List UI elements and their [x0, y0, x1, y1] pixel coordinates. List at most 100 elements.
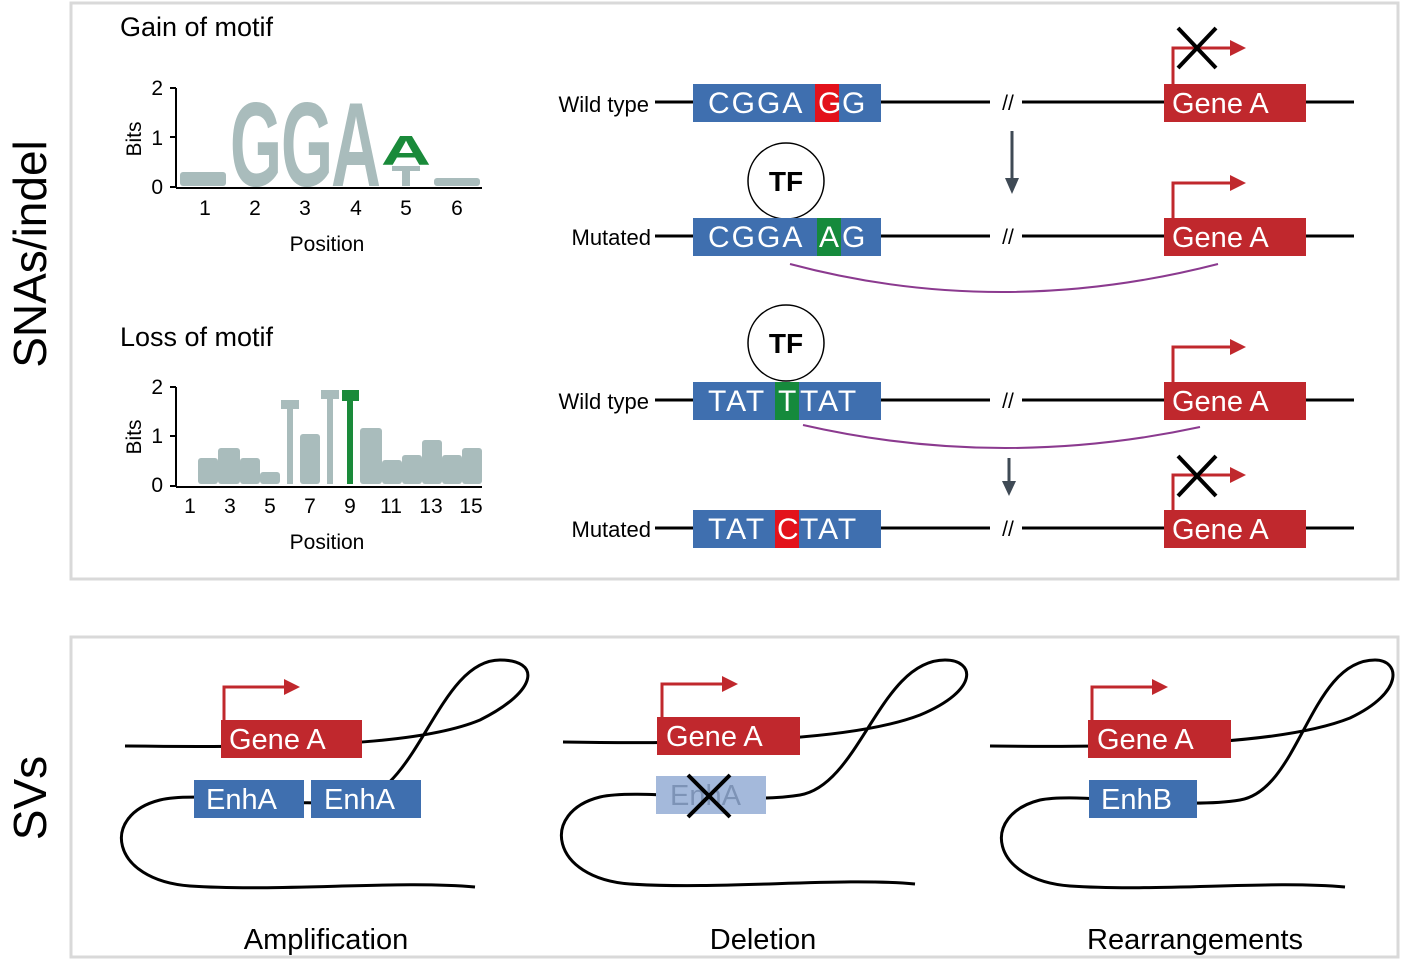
sequence-right: TAT: [800, 385, 858, 418]
gene-label: Gene A: [229, 724, 326, 756]
gene-box: [1164, 84, 1306, 122]
loss-mutated-row: Mutated // TAT C TAT Gene A: [572, 454, 1354, 548]
row-label-mutated: Mutated: [572, 517, 652, 542]
tf-circle: [747, 304, 825, 382]
loss-x-tick-3: 3: [224, 495, 236, 518]
loss-x-tick-1: 1: [184, 495, 196, 518]
sequence-substitution: A: [819, 221, 841, 254]
gene-label: Gene A: [1172, 222, 1269, 254]
sequence-substitution: T: [778, 385, 798, 418]
svs-side-label: SVs: [4, 756, 56, 840]
chromatin-fiber: [989, 658, 1395, 890]
sequence-left: TAT: [708, 513, 766, 546]
logo-small-letters: [180, 172, 226, 186]
tf-label: TF: [769, 166, 803, 197]
enhancer-promoter-loop: [802, 424, 1201, 449]
enhancer-label: EnhB: [1101, 784, 1172, 816]
promoter-arrow-icon: [1171, 181, 1232, 218]
tf-label: TF: [769, 328, 803, 359]
gene-label: Gene A: [1172, 514, 1269, 546]
chromatin-fiber: [560, 658, 969, 888]
gene-box: [221, 720, 362, 758]
loss-x-tick-9: 9: [344, 495, 356, 518]
loss-y-label: Bits: [123, 419, 146, 454]
break-mark: //: [1002, 226, 1014, 249]
loss-y-tick-1: 1: [151, 425, 163, 448]
gain-x-tick-1: 1: [199, 197, 211, 220]
gene-box: [1164, 382, 1306, 420]
enhancer-label: EnhA: [324, 784, 396, 816]
gain-x-tick-3: 3: [299, 197, 311, 220]
promoter-arrow-icon: [1171, 345, 1232, 382]
gene-label: Gene A: [1172, 88, 1269, 120]
amplification-schematic: Gene A EnhA EnhA Amplification: [120, 658, 530, 956]
sequence-right: G: [842, 221, 867, 254]
enhancer-label: EnhA: [206, 784, 278, 816]
logo-letter-a: A: [331, 78, 381, 212]
enhancer-box: [194, 780, 304, 818]
gene-label: Gene A: [1172, 386, 1269, 418]
logo-small-stack: [198, 458, 218, 484]
enhancer-box: [311, 780, 421, 818]
rearrangements-caption: Rearrangements: [1087, 924, 1303, 956]
promoter-arrow-icon: [1171, 473, 1232, 510]
enhancer-box: [1089, 780, 1197, 818]
loss-x-tick-15: 15: [459, 495, 482, 518]
substitution-highlight: [775, 510, 799, 548]
loss-x-tick-13: 13: [419, 495, 442, 518]
break-mark: //: [1002, 518, 1014, 541]
gain-x-tick-4: 4: [350, 197, 362, 220]
gene-label: Gene A: [1097, 724, 1194, 756]
loss-motif-logo: 2 1 0 Bits 1 3 5 7 9 11 13 15 Position: [123, 376, 483, 554]
loss-y-tick-2: 2: [151, 376, 163, 399]
promoter-arrow-icon: [1171, 46, 1232, 84]
row-label-wild-type: Wild type: [559, 389, 649, 414]
gene-box: [1088, 720, 1231, 758]
sequence-substitution: C: [777, 513, 801, 546]
rearrangements-schematic: Gene A EnhB Rearrangements: [989, 658, 1395, 956]
promoter-arrow-icon: [660, 682, 724, 717]
substitution-highlight: [817, 218, 841, 256]
sequence-substitution: G: [818, 87, 843, 120]
substitution-highlight: [775, 382, 799, 420]
sequence-right: G: [842, 87, 867, 120]
promoter-arrow-icon: [222, 685, 286, 720]
sequence-box: [693, 218, 881, 256]
gain-mutated-row: TF Mutated // CGGA A G Gene A: [572, 142, 1354, 293]
loss-motif-title: Loss of motif: [120, 322, 274, 352]
sequence-left: TAT: [708, 385, 766, 418]
gain-y-tick-1: 1: [151, 127, 163, 150]
sequence-right: TAT: [800, 513, 858, 546]
promoter-arrow-icon: [1090, 685, 1154, 720]
gain-motif-title: Gain of motif: [120, 12, 274, 42]
snas-side-label: SNAs/indel: [4, 140, 56, 368]
gain-y-tick-0: 0: [151, 176, 163, 199]
row-label-mutated: Mutated: [572, 225, 652, 250]
gain-motif-logo: 2 1 0 Bits G G A A 1 2 3 4 5 6 Position: [123, 77, 482, 256]
enhancer-promoter-loop: [789, 263, 1219, 293]
gain-x-tick-6: 6: [451, 197, 463, 220]
sequence-left: CGGA: [708, 221, 804, 254]
gain-wild-type-row: Wild type // CGGA G G Gene A: [559, 26, 1354, 122]
gain-x-tick-5: 5: [400, 197, 412, 220]
gene-label: Gene A: [666, 721, 763, 753]
deletion-schematic: Gene A EnhA Deletion: [560, 658, 969, 956]
gain-x-tick-2: 2: [249, 197, 261, 220]
loss-x-label: Position: [290, 531, 365, 554]
loss-wild-type-row: TF Wild type // TAT T TAT Gene A: [559, 304, 1354, 449]
deletion-caption: Deletion: [710, 924, 816, 956]
sequence-box: [693, 84, 881, 122]
break-mark: //: [1002, 92, 1014, 115]
loss-x-tick-11: 11: [380, 495, 402, 518]
gain-x-label: Position: [290, 233, 365, 256]
break-mark: //: [1002, 390, 1014, 413]
logo-letter-g1: G: [230, 78, 282, 212]
loss-y-tick-0: 0: [151, 474, 163, 497]
logo-letter-t-small: [402, 168, 410, 186]
gene-box: [657, 717, 800, 755]
amplification-caption: Amplification: [244, 924, 408, 956]
logo-letter-g2: G: [281, 78, 333, 212]
loss-x-tick-7: 7: [304, 495, 316, 518]
sequence-left: CGGA: [708, 87, 804, 120]
